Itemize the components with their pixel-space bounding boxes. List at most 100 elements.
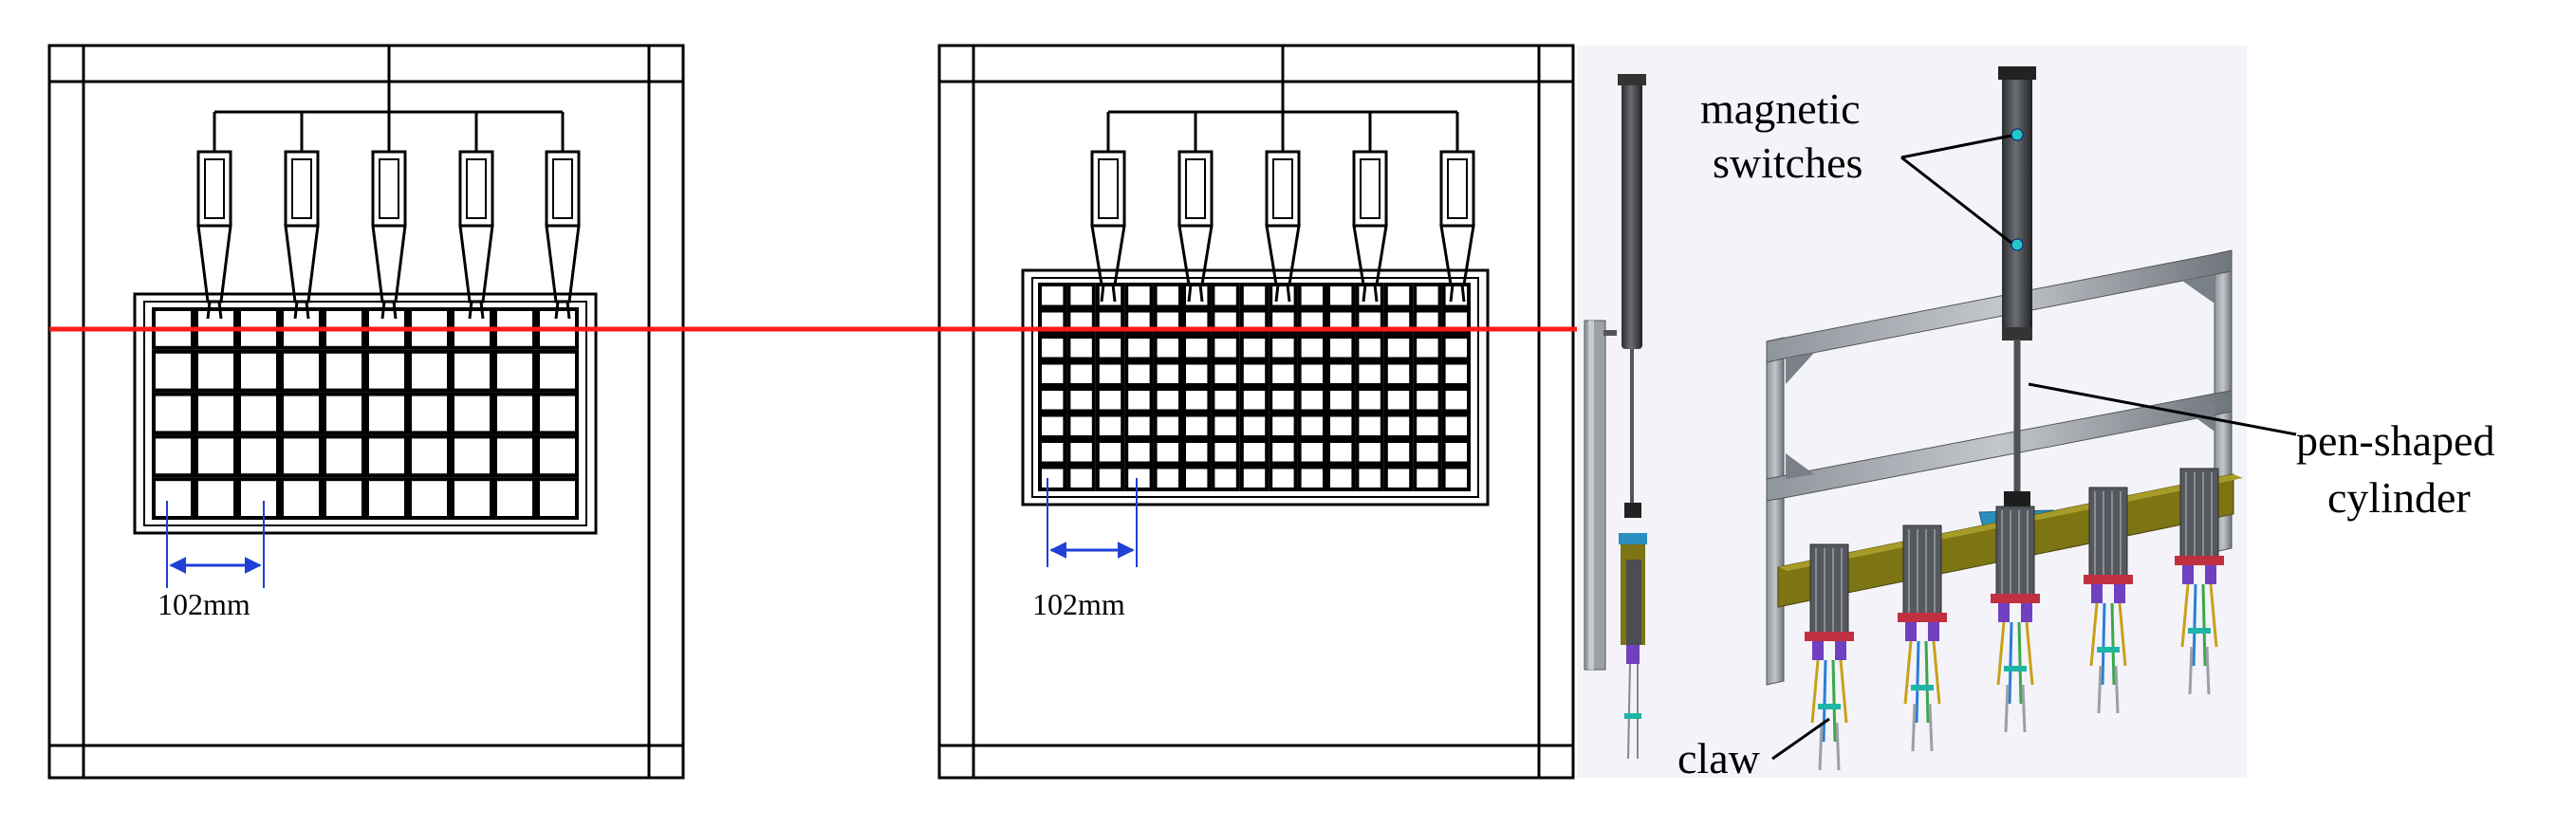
grid-cell	[323, 434, 365, 478]
grid-cell	[280, 434, 323, 478]
grid-cell	[1413, 439, 1442, 466]
grid-cell	[323, 392, 365, 435]
grid-cell	[280, 392, 323, 435]
grid-cell	[1095, 439, 1125, 466]
grid-cell	[1066, 283, 1096, 309]
grid-cell	[1326, 308, 1356, 335]
magnetic-switch-lower	[2011, 238, 2024, 251]
grid-cell	[1066, 335, 1096, 361]
grid-cell	[1038, 308, 1067, 335]
grid-cell	[493, 434, 536, 478]
grid-cell	[1413, 387, 1442, 414]
claw-label: claw	[1677, 734, 1761, 782]
grid-cell	[1124, 283, 1154, 309]
grid-cell	[1297, 308, 1326, 335]
grid-cell	[1182, 283, 1212, 309]
grid-cell	[1182, 387, 1212, 414]
grid-cell	[1441, 308, 1471, 335]
grid-cell	[408, 434, 451, 478]
claw-unit-4	[2084, 487, 2133, 714]
claw-unit-3	[1991, 506, 2040, 733]
grid-cell	[365, 349, 408, 393]
grid-cell	[1269, 308, 1298, 335]
grid-cell	[1124, 308, 1154, 335]
gripper-2	[1177, 150, 1214, 303]
grid-cell	[1211, 335, 1240, 361]
grid-cell	[1153, 360, 1182, 387]
grid-cell	[365, 477, 408, 521]
grid-cell	[152, 392, 195, 435]
gripper-1	[1090, 150, 1126, 303]
grid-cell	[1413, 308, 1442, 335]
grid-cell	[1413, 413, 1442, 439]
grid-cell	[1297, 283, 1326, 309]
grid-cell	[1326, 283, 1356, 309]
grid-cell	[1297, 335, 1326, 361]
grid-cell	[1153, 439, 1182, 466]
grid-cell	[451, 477, 493, 521]
grid-cell	[1182, 413, 1212, 439]
grid-cell	[1269, 335, 1298, 361]
grid-cell	[237, 349, 280, 393]
left-dimension-label: 102mm	[158, 587, 250, 621]
grid-cell	[1153, 335, 1182, 361]
gripper-4	[458, 150, 494, 320]
grid-cell	[1038, 413, 1067, 439]
grid-cell	[1066, 360, 1096, 387]
grid-cell	[365, 434, 408, 478]
grid-cell	[1441, 387, 1471, 414]
grid-cell	[1355, 465, 1384, 491]
grid-cell	[1326, 387, 1356, 414]
grid-cell	[1383, 360, 1414, 387]
grid-cell	[1211, 360, 1240, 387]
left-manifold	[213, 46, 565, 152]
claw-unit-2	[1898, 524, 1947, 752]
grid-cell	[1413, 360, 1442, 387]
grid-cell	[1124, 465, 1154, 491]
grid-cell	[1038, 387, 1067, 414]
pen-shaped-cylinder-label-line2: cylinder	[2327, 473, 2471, 522]
grid-cell	[1124, 387, 1154, 414]
grid-cell	[1211, 387, 1240, 414]
claw-unit-5	[2175, 468, 2224, 695]
grid-cell	[1066, 465, 1096, 491]
gripper-5	[1439, 150, 1475, 303]
grid-cell	[195, 392, 237, 435]
middle-dimension-label: 102mm	[1032, 587, 1125, 621]
grid-cell	[1124, 439, 1154, 466]
grid-cell	[1211, 283, 1240, 309]
grid-cell	[1269, 439, 1298, 466]
grid-cell	[1182, 465, 1212, 491]
grid-cell	[1269, 387, 1298, 414]
grid-cell	[1355, 308, 1384, 335]
grid-cell	[1297, 439, 1326, 466]
grid-cell	[1441, 439, 1471, 466]
leader-lines	[1771, 134, 2297, 761]
grid-cell	[1355, 413, 1384, 439]
grid-cell	[1066, 413, 1096, 439]
grid-cell	[280, 349, 323, 393]
grid-cell	[408, 349, 451, 393]
grid-cell	[1038, 465, 1067, 491]
grid-cell	[1095, 335, 1125, 361]
grid-cell	[1239, 335, 1269, 361]
grid-cell	[1297, 413, 1326, 439]
grid-cell	[1269, 465, 1298, 491]
grid-cell	[1383, 335, 1414, 361]
grid-cell	[1153, 308, 1182, 335]
grid-cell	[1326, 465, 1356, 491]
grid-cell	[323, 477, 365, 521]
grid-cell	[1211, 439, 1240, 466]
magnetic-switches-label-line1: magnetic	[1700, 84, 1861, 133]
left-dimension: 102mm	[158, 501, 265, 621]
grid-cell	[1124, 413, 1154, 439]
grid-cell	[536, 392, 579, 435]
left-cell-grid	[152, 307, 579, 521]
grid-cell	[1182, 439, 1212, 466]
left-outer-frame	[47, 44, 685, 780]
grid-cell	[1239, 308, 1269, 335]
middle-grippers	[1090, 150, 1475, 303]
middle-dimension: 102mm	[1032, 478, 1138, 621]
grid-cell	[408, 477, 451, 521]
